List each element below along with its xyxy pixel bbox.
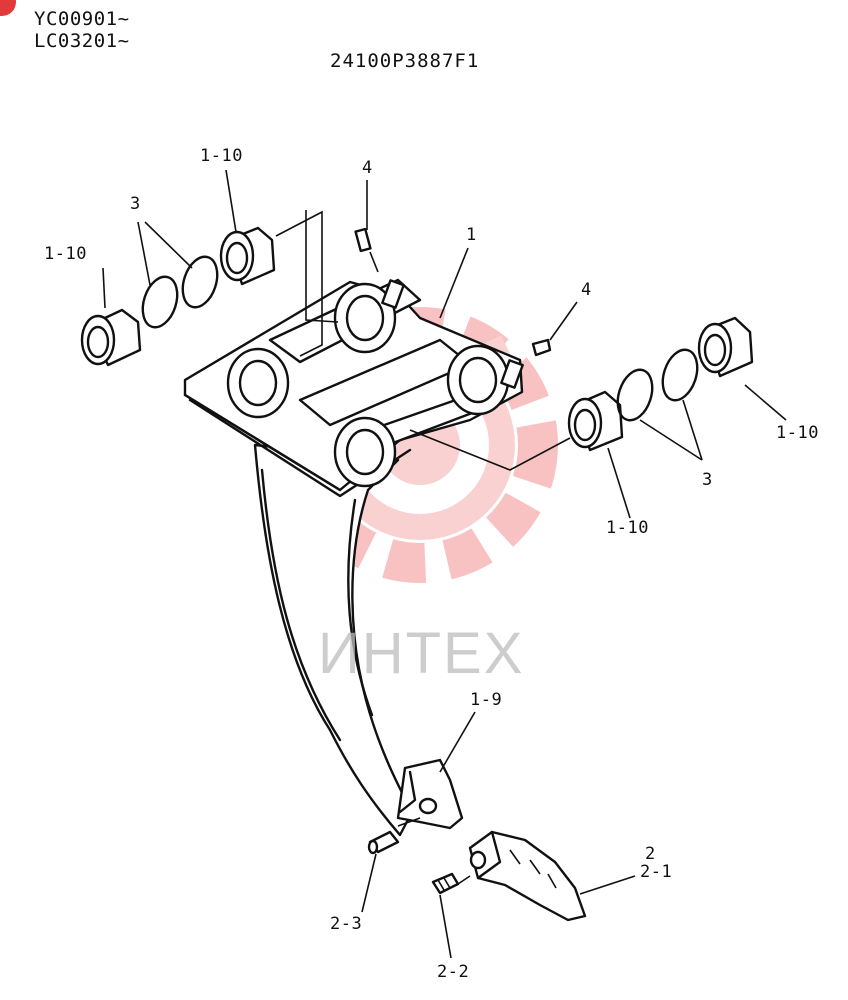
label-bushing-right: 1-10: [776, 423, 819, 443]
ripper-shank: [253, 443, 414, 837]
serial-range-2: LC03201~: [34, 30, 130, 52]
lock-pin: [431, 872, 460, 895]
label-seal-right: 3: [702, 470, 713, 490]
seal-rings-right: [616, 348, 699, 422]
document-number: 24100P3887F1: [330, 50, 480, 72]
bushing-lower-center: [567, 390, 624, 452]
label-shank-protector: 1-9: [470, 690, 503, 710]
tooth-point: [468, 830, 587, 922]
label-pin-top: 4: [362, 158, 373, 178]
bushing-top-left: [219, 226, 276, 286]
label-bushing-top-left: 1-10: [200, 146, 243, 166]
label-tooth-point: 2-1: [640, 862, 673, 882]
watermark-text: ИНТЕХ: [318, 621, 525, 686]
leader-lines: [102, 169, 787, 959]
pin-top: [354, 227, 372, 253]
bushing-right: [697, 316, 754, 378]
label-seal-left: 3: [130, 194, 141, 214]
shank-protector: [396, 758, 464, 830]
label-retainer: 2-3: [330, 914, 363, 934]
assembly-lines: [275, 210, 571, 885]
label-bushing-far-left: 1-10: [44, 244, 87, 264]
serial-range-1: YC00901~: [34, 8, 130, 30]
label-bracket: 1: [466, 225, 477, 245]
retainer: [367, 830, 400, 855]
label-tooth: 2: [645, 844, 656, 864]
pin-right: [531, 338, 552, 357]
seal-rings-left: [141, 255, 219, 329]
bracket-frame: [183, 278, 524, 498]
bushing-far-left: [80, 308, 142, 367]
label-lock-pin: 2-2: [437, 962, 470, 982]
label-pin-right: 4: [581, 280, 592, 300]
label-bushing-lower-center: 1-10: [606, 518, 649, 538]
